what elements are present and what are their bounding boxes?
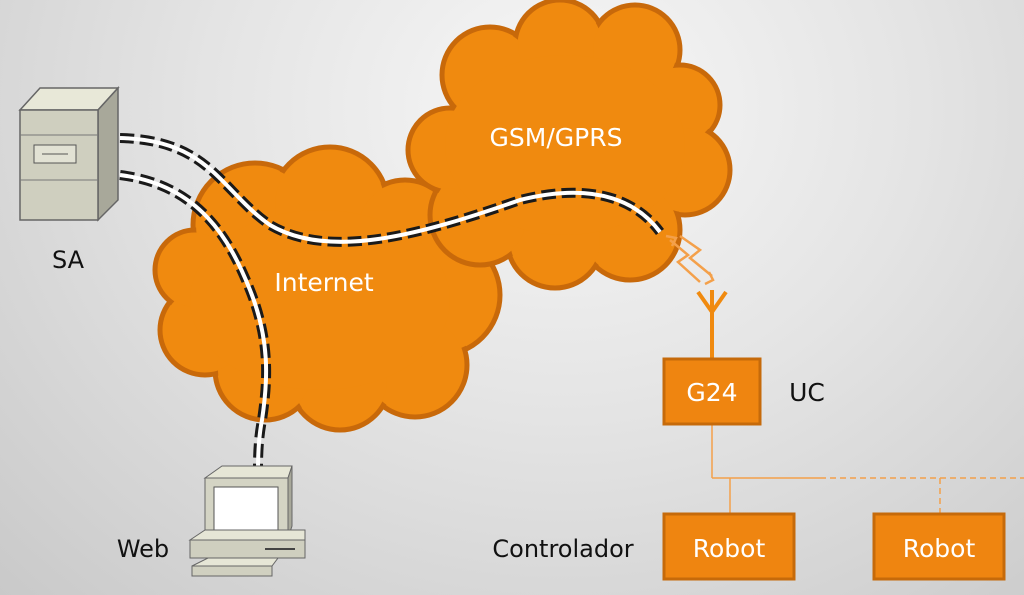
cable-server-to-web [119, 170, 272, 471]
wireless-signal-icon [665, 234, 715, 286]
desktop-computer-icon [188, 465, 306, 577]
robot-box-1 [662, 512, 796, 581]
robot-label-2: Robot [903, 534, 976, 563]
g24-box [662, 357, 762, 426]
robot-label-1: Robot [693, 534, 766, 563]
internet-label: Internet [274, 268, 373, 297]
g24-label: G24 [686, 378, 737, 407]
uc-label: UC [789, 378, 825, 407]
controller-label: Controlador [492, 535, 633, 563]
gsm-gprs-cloud [405, 0, 733, 291]
internet-cloud [152, 144, 503, 433]
gsm-gprs-label: GSM/GPRS [490, 123, 623, 152]
server-label: SA [52, 246, 85, 274]
server-tower-icon [18, 86, 120, 222]
bus-lines [711, 424, 1024, 515]
cable-server-to-gsm [119, 133, 665, 247]
antenna-icon [696, 290, 728, 358]
robot-box-2 [872, 512, 1006, 581]
web-label: Web [117, 535, 169, 563]
